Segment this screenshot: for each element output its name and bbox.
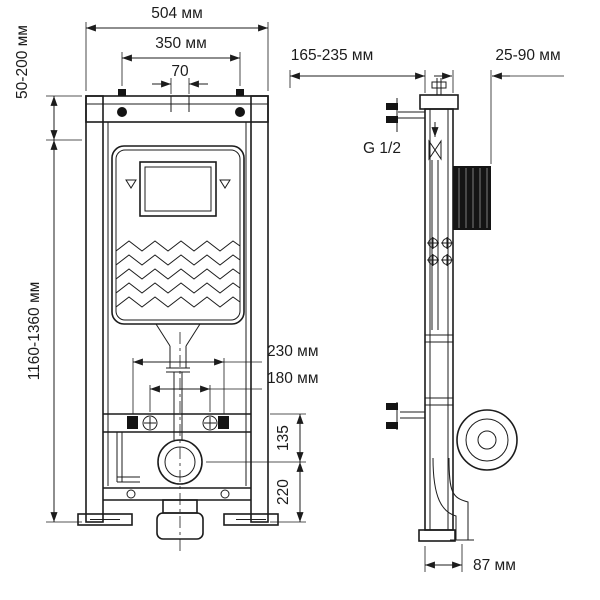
foot-plate-right <box>223 513 279 526</box>
water-waves <box>115 240 241 308</box>
supply-pipes <box>116 432 140 483</box>
top-bolt-left <box>117 107 127 117</box>
dim-label-350: 350 мм <box>155 35 206 52</box>
access-window <box>139 161 217 217</box>
top-mounting-bolts <box>117 89 245 117</box>
wall-bracket-bottom <box>386 402 425 430</box>
p-trap <box>432 457 474 541</box>
water-level-mark-left <box>125 179 137 189</box>
dim-label-220: 220 <box>275 479 292 505</box>
dim-label-70: 70 <box>171 63 189 80</box>
bolt-nub-left <box>118 89 126 96</box>
stud-block-right <box>218 416 229 429</box>
foot-plate-left <box>77 513 133 526</box>
dim-label-87: 87 мм <box>473 557 516 574</box>
frame-right-rail <box>250 95 269 523</box>
dim-label-1160-1360: 1160-1360 мм <box>26 282 43 381</box>
top-bolt-right <box>235 107 245 117</box>
flush-pipe <box>155 323 201 440</box>
top-stud <box>431 78 447 95</box>
front-view <box>77 89 279 552</box>
flush-bend-block <box>453 166 491 230</box>
dim-label-165-235: 165-235 мм <box>291 47 374 64</box>
thread-label-g12: G 1/2 <box>363 140 401 157</box>
frame-left-rail <box>85 95 104 523</box>
wc-outlet-side <box>456 409 518 471</box>
dim-label-504: 504 мм <box>151 5 202 22</box>
foot-plates <box>77 513 279 526</box>
dim-label-180: 180 мм <box>267 370 318 387</box>
dim-label-25-90: 25-90 мм <box>495 47 560 64</box>
fixing-bolt-right <box>202 415 218 431</box>
frame-top-bar <box>85 95 269 123</box>
dim-label-50-200: 50-200 мм <box>14 25 31 99</box>
side-foot-plate <box>418 529 456 542</box>
front-dimensions: 504 мм 350 мм 70 50-200 мм 1160-1360 мм … <box>14 5 318 523</box>
bolt-nub-right <box>236 89 244 96</box>
profile-top-cap <box>419 94 459 110</box>
cistern-tank <box>111 145 245 325</box>
fixing-bolt-left <box>142 415 158 431</box>
stud-block-left <box>127 416 138 429</box>
dim-label-230: 230 мм <box>267 343 318 360</box>
side-view <box>386 78 518 542</box>
wall-bracket-top <box>386 98 425 132</box>
bottom-cross-bar <box>103 487 251 501</box>
adjustment-bolts <box>427 237 453 266</box>
dim-label-135: 135 <box>275 425 292 451</box>
side-dimensions: 165-235 мм 25-90 мм G 1/2 87 мм <box>289 47 564 574</box>
water-inlet-valve <box>428 122 442 330</box>
fixing-bracket-bar <box>103 413 251 433</box>
water-level-mark-right <box>219 179 231 189</box>
